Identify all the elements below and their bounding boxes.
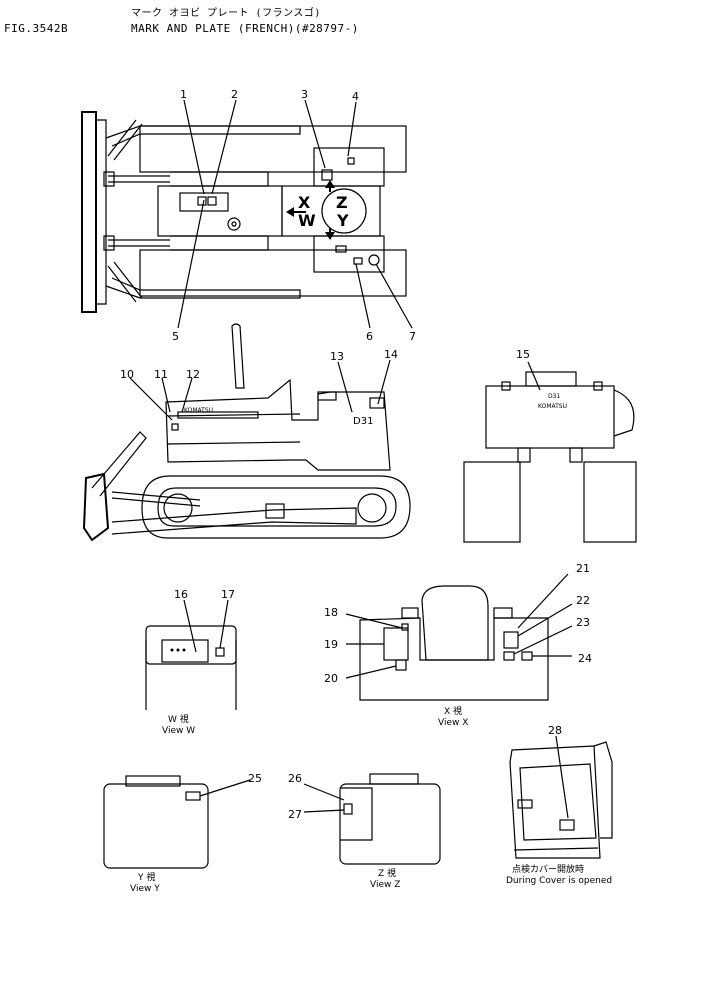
view-y-drawing xyxy=(103,775,209,869)
title-japanese: マーク オヨビ プレート (フランスゴ) xyxy=(131,8,321,19)
rear-model-label: D31 xyxy=(548,393,560,400)
part-number-13: 13 xyxy=(330,350,344,363)
part-number-21: 21 xyxy=(576,562,590,575)
side-brand-label: KOMATSU xyxy=(184,407,213,414)
part-number-15: 15 xyxy=(516,348,530,361)
title-english: MARK AND PLATE (FRENCH)(#28797-) xyxy=(131,22,359,35)
view-z-drawing xyxy=(339,773,441,865)
cover-caption-en: During Cover is opened xyxy=(506,876,612,886)
part-number-2: 2 xyxy=(231,88,238,101)
part-number-14: 14 xyxy=(384,348,398,361)
view-w-caption-en: View W xyxy=(162,726,195,736)
view-w-drawing xyxy=(145,625,237,710)
view-y-caption-jp: Y 視 xyxy=(137,871,155,883)
part-number-24: 24 xyxy=(578,652,592,665)
view-z-caption-en: View Z xyxy=(370,880,400,890)
part-number-3: 3 xyxy=(301,88,308,101)
part-number-20: 20 xyxy=(324,672,338,685)
view-y-caption-en: View Y xyxy=(130,884,160,894)
top-view-drawing xyxy=(81,111,407,313)
arrow-label-y: Y xyxy=(336,211,349,230)
rear-view-drawing xyxy=(463,371,637,543)
part-number-18: 18 xyxy=(324,606,338,619)
part-number-19: 19 xyxy=(324,638,338,651)
view-x-caption-jp: X 視 xyxy=(444,705,462,717)
part-number-1: 1 xyxy=(180,88,187,101)
part-number-16: 16 xyxy=(174,588,188,601)
part-number-6: 6 xyxy=(366,330,373,343)
part-number-28: 28 xyxy=(548,724,562,737)
side-view-drawing xyxy=(82,323,411,542)
part-number-5: 5 xyxy=(172,330,179,343)
part-number-4: 4 xyxy=(352,90,359,103)
part-number-12: 12 xyxy=(186,368,200,381)
figure-code: FIG.3542B xyxy=(4,22,69,35)
cover-caption-jp: 点検カバー開放時 xyxy=(512,863,584,875)
part-number-23: 23 xyxy=(576,616,590,629)
part-number-7: 7 xyxy=(409,330,416,343)
part-number-27: 27 xyxy=(288,808,302,821)
rear-brand-label: KOMATSU xyxy=(538,403,567,410)
part-number-25: 25 xyxy=(248,772,262,785)
arrow-label-z: Z xyxy=(336,193,348,212)
cover-view-drawing xyxy=(509,741,613,859)
part-number-11: 11 xyxy=(154,368,168,381)
part-number-17: 17 xyxy=(221,588,235,601)
part-number-22: 22 xyxy=(576,594,590,607)
part-number-10: 10 xyxy=(120,368,134,381)
view-w-caption-jp: W 視 xyxy=(168,713,189,725)
view-z-caption-jp: Z 視 xyxy=(378,867,396,879)
part-number-26: 26 xyxy=(288,772,302,785)
view-x-drawing xyxy=(359,585,549,701)
arrow-label-x: X xyxy=(298,193,311,212)
side-model-label: D31 xyxy=(353,416,373,427)
arrow-label-w: W xyxy=(298,211,316,230)
view-x-caption-en: View X xyxy=(438,718,468,728)
